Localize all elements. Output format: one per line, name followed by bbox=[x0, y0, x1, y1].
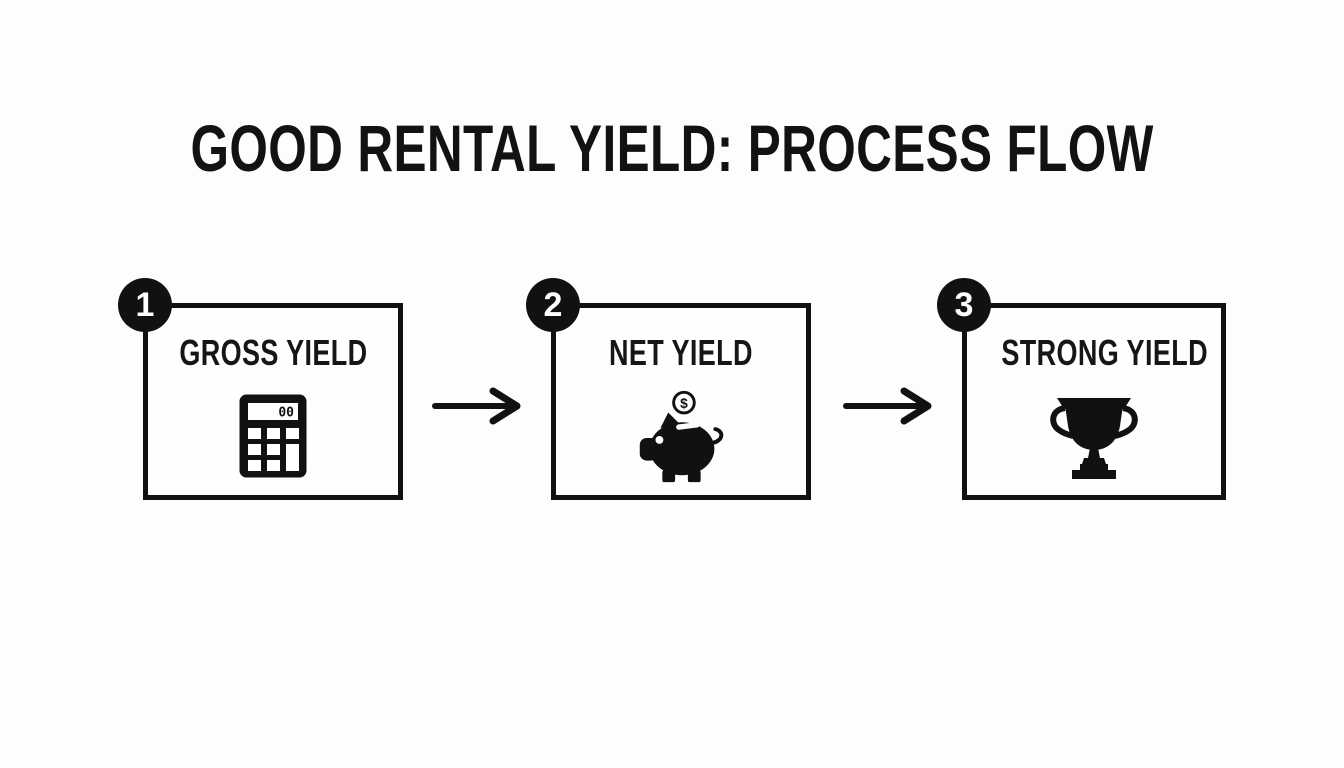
step-number: 3 bbox=[954, 286, 974, 324]
page-title: GOOD RENTAL YIELD: PROCESS FLOW bbox=[0, 115, 1344, 181]
flow-arrow-2 bbox=[841, 384, 933, 428]
step-label: NET YIELD bbox=[609, 332, 753, 373]
trophy-icon bbox=[1050, 398, 1138, 479]
step-number-badge: 1 bbox=[118, 278, 172, 332]
step-icon-wrap bbox=[967, 396, 1221, 480]
page-title-text: GOOD RENTAL YIELD: PROCESS FLOW bbox=[190, 111, 1154, 185]
step-number: 1 bbox=[135, 286, 155, 324]
step-number: 2 bbox=[543, 286, 563, 324]
coin-icon bbox=[672, 390, 696, 415]
coin-symbol: $ bbox=[680, 396, 688, 411]
step-box-gross-yield: 1 GROSS YIELD 00 bbox=[118, 278, 403, 500]
step-icon-wrap: 00 bbox=[148, 393, 398, 479]
flow-arrow-1 bbox=[430, 384, 522, 428]
piggy-bank-icon: $ bbox=[639, 390, 724, 483]
arrow-right-icon bbox=[432, 387, 521, 425]
step-label: STRONG YIELD bbox=[1001, 332, 1208, 373]
calculator-display-value: 00 bbox=[278, 406, 294, 421]
calculator-icon: 00 bbox=[239, 394, 307, 478]
step-number-badge: 2 bbox=[526, 278, 580, 332]
step-number-badge: 3 bbox=[937, 278, 991, 332]
step-box-strong-yield: 3 STRONG YIELD bbox=[937, 278, 1226, 500]
step-icon-wrap: $ bbox=[556, 387, 806, 487]
step-box-net-yield: 2 NET YIELD $ bbox=[526, 278, 811, 500]
arrow-right-icon bbox=[843, 387, 932, 425]
step-label: GROSS YIELD bbox=[179, 332, 368, 373]
